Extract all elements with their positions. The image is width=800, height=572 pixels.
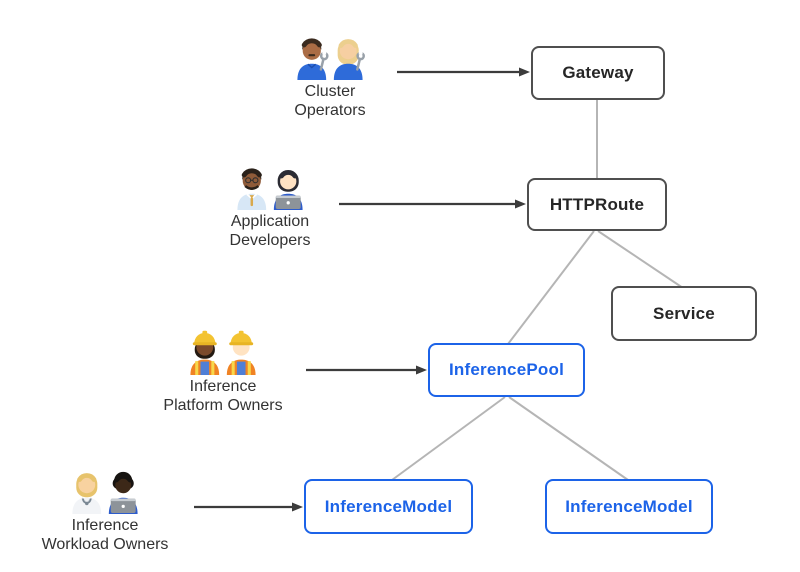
application-developers-icons xyxy=(237,168,303,210)
man-construction-worker-icon xyxy=(226,330,256,375)
node-inferencemodel-1: InferenceModel xyxy=(304,479,473,534)
persona-label: Application Developers xyxy=(185,212,355,250)
persona-label-line: Inference xyxy=(189,378,257,395)
node-inferencepool: InferencePool xyxy=(428,343,585,397)
node-service: Service xyxy=(611,286,757,341)
cluster-operators-icons xyxy=(297,38,365,80)
persona-label-line: Application xyxy=(230,213,310,230)
persona-label-line: Developers xyxy=(229,232,311,249)
persona-application-developers: Application Developers xyxy=(185,164,355,250)
edge-httproute-service xyxy=(597,230,684,289)
persona-label: Cluster Operators xyxy=(245,82,415,120)
persona-label: Inference Workload Owners xyxy=(20,516,190,554)
persona-inference-workload-owners: Inference Workload Owners xyxy=(20,468,190,554)
persona-label-line: Cluster xyxy=(304,83,356,100)
inference-workload-owners-icons xyxy=(72,471,138,514)
man-technologist-icon xyxy=(108,471,138,514)
persona-label-line: Platform Owners xyxy=(163,397,283,414)
inference-platform-owners-icons xyxy=(190,330,256,375)
node-gateway: Gateway xyxy=(531,46,665,100)
node-httproute: HTTPRoute xyxy=(527,178,667,231)
edge-inferencepool-inferencemodel-2 xyxy=(508,396,629,481)
woman-mechanic-icon xyxy=(333,39,365,80)
edge-inferencepool-inferencemodel-1 xyxy=(391,396,506,481)
man-office-worker-icon xyxy=(237,168,267,210)
persona-label-line: Inference xyxy=(71,517,139,534)
edge-httproute-inferencepool xyxy=(507,230,595,345)
persona-cluster-operators: Cluster Operators xyxy=(245,34,415,120)
woman-construction-worker-icon xyxy=(190,330,220,375)
persona-label-line: Workload Owners xyxy=(41,536,169,553)
woman-technologist-icon xyxy=(273,170,303,210)
persona-label: Inference Platform Owners xyxy=(138,377,308,415)
person-health-worker-icon xyxy=(72,473,102,514)
man-mechanic-icon xyxy=(297,38,329,80)
node-inferencemodel-2: InferenceModel xyxy=(545,479,713,534)
persona-inference-platform-owners: Inference Platform Owners xyxy=(138,329,308,415)
persona-label-line: Operators xyxy=(294,102,366,119)
